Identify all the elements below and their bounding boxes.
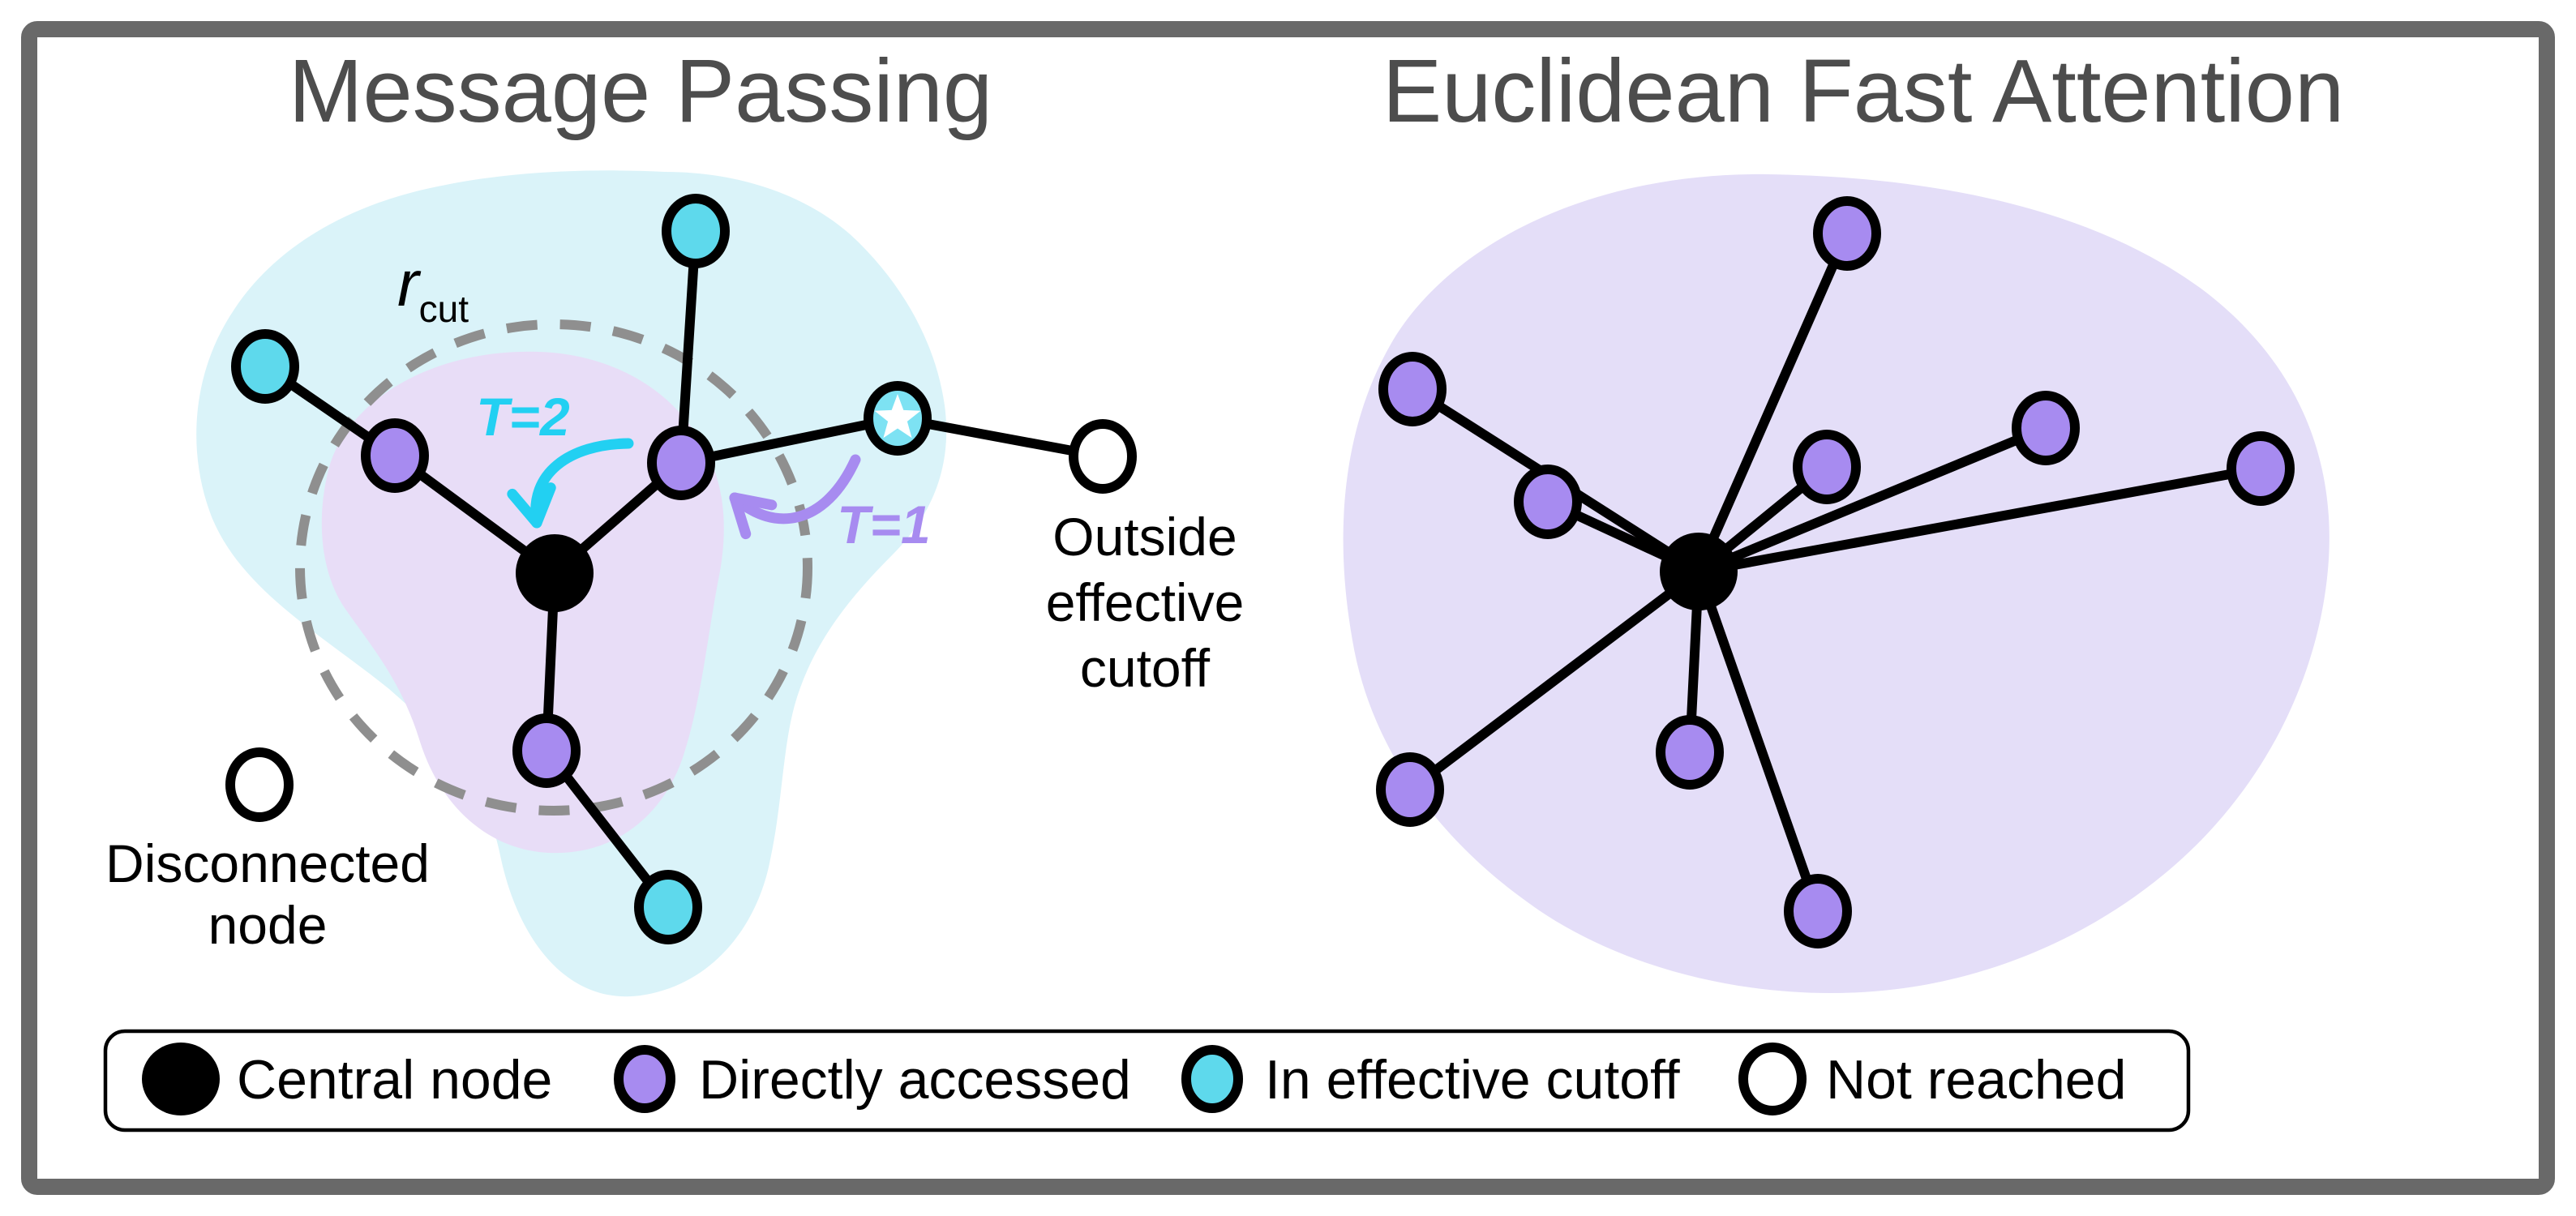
graph-node-not_reached: [1069, 419, 1137, 494]
graph-node-direct: [2012, 391, 2080, 465]
legend-item-cutoff: In effective cutoff: [1181, 1045, 1680, 1113]
graph-node-direct: [647, 426, 715, 500]
graph-node-cutoff: [231, 329, 299, 404]
graph-edge: [1694, 567, 1823, 916]
graph-edge: [1694, 229, 1852, 576]
graph-node-direct: [1813, 196, 1881, 271]
efa-graph: [1376, 196, 2295, 948]
outside-line-2: effective: [1046, 572, 1245, 632]
graph-node-not_reached: [225, 747, 294, 822]
legend-label-central: Central node: [237, 1049, 552, 1111]
cutoff-node-icon: [1181, 1045, 1243, 1113]
legend-label-not-reached: Not reached: [1826, 1049, 2126, 1111]
graph-node-direct: [361, 418, 429, 493]
central-node-icon: [142, 1043, 220, 1115]
disconnected-line-1: Disconnected: [105, 833, 430, 893]
t1-label: T=1: [837, 495, 931, 554]
legend: Central node Directly accessed In effect…: [103, 1029, 2191, 1133]
figure-frame: [21, 21, 2555, 1195]
graph-edge: [1694, 464, 2265, 576]
efa-panel: Euclidean Fast Attention: [1343, 41, 2344, 994]
graph-node-direct: [1378, 352, 1447, 426]
central-node: [1660, 533, 1738, 610]
t2-arrow: [507, 438, 634, 529]
right-panel-title: Euclidean Fast Attention: [1382, 41, 2344, 141]
graph-node-direct: [1376, 752, 1444, 827]
outside-line-3: cutoff: [1080, 638, 1211, 698]
rcut-label-sub: cut: [419, 288, 469, 330]
message-passing-graph: [225, 194, 1137, 944]
graph-node-direct: [1514, 465, 1582, 539]
graph-node-cutoff: [662, 194, 730, 268]
t1-arrow: [729, 454, 861, 540]
rcut-label-base: r: [397, 247, 422, 319]
legend-label-cutoff: In effective cutoff: [1265, 1049, 1680, 1111]
graph-edge: [893, 413, 1108, 461]
graph-edge: [676, 413, 902, 468]
disconnected-line-2: node: [208, 895, 328, 955]
legend-label-direct: Directly accessed: [699, 1049, 1131, 1111]
legend-item-central: Central node: [142, 1043, 552, 1115]
central-node: [516, 534, 594, 612]
legend-item-not-reached: Not reached: [1738, 1043, 2126, 1115]
outside-cutoff-label: Outside effective cutoff: [1046, 507, 1245, 698]
graph-edge: [1694, 423, 2051, 576]
disconnected-node-label: Disconnected node: [105, 833, 430, 955]
graph-edge: [676, 226, 701, 468]
direct-node-icon: [614, 1045, 675, 1113]
star-icon: [874, 394, 921, 439]
not-reached-node-icon: [1738, 1043, 1807, 1115]
graph-node-direct: [1784, 874, 1852, 948]
t2-label: T=2: [476, 387, 570, 447]
graph-node-direct: [1656, 715, 1724, 790]
graph-node-direct: [2227, 431, 2295, 506]
left-panel-title: Message Passing: [289, 41, 992, 141]
legend-item-direct: Directly accessed: [614, 1045, 1131, 1113]
efa-blob: [1343, 173, 2330, 994]
message-passing-panel: Message Passing rcut T=2 T=1 Outside eff…: [105, 41, 1245, 997]
rcut-dashed-circle: [295, 319, 812, 816]
rcut-label: rcut: [397, 247, 469, 330]
graph-node-direct: [512, 713, 581, 788]
graph-node-direct: [1793, 430, 1861, 504]
outside-line-1: Outside: [1052, 507, 1237, 567]
graph-edge: [1405, 567, 1704, 794]
graph-node-cutoff: [634, 870, 702, 944]
